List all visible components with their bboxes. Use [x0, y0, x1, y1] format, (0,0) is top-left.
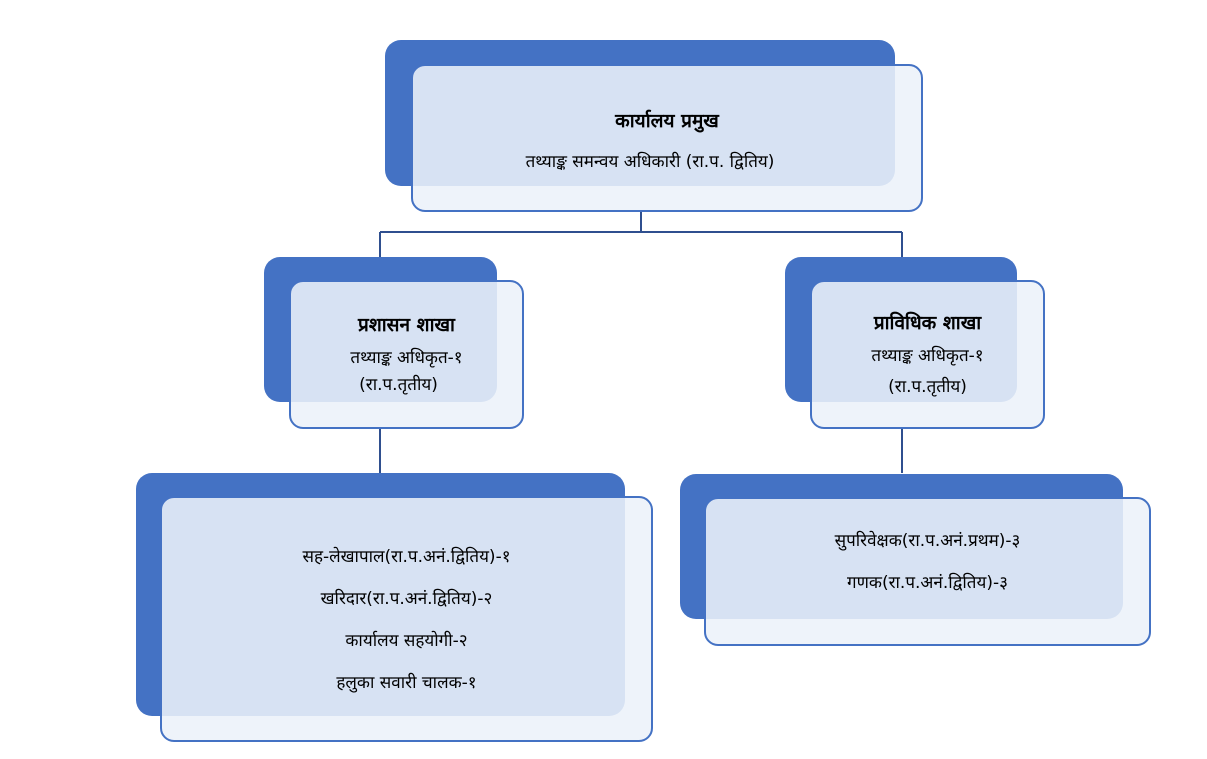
admin-branch-box: प्रशासन शाखा तथ्याङ्क अधिकृत-१ (रा.प.तृत…	[289, 280, 524, 429]
technical-staff-item: सुपरिवेक्षक(रा.प.अनं.प्रथम)-३	[834, 530, 1021, 551]
admin-branch-title: प्रशासन शाखा	[358, 313, 455, 336]
admin-branch-line1: तथ्याङ्क अधिकृत-१	[350, 347, 463, 368]
admin-staff-item: हलुका सवारी चालक-१	[336, 673, 477, 693]
head-title: कार्यालय प्रमुख	[615, 109, 719, 132]
technical-staff-item: गणक(रा.प.अनं.द्वितिय)-३	[847, 572, 1008, 593]
technical-branch-line2: (रा.प.तृतीय)	[888, 376, 967, 397]
head-node-box: कार्यालय प्रमुख तथ्याङ्क समन्वय अधिकारी …	[411, 64, 923, 212]
admin-staff-box: सह-लेखापाल(रा.प.अनं.द्वितिय)-१ खरिदार(रा…	[160, 496, 653, 742]
admin-branch-line2: (रा.प.तृतीय)	[359, 374, 438, 395]
admin-staff-item: सह-लेखापाल(रा.प.अनं.द्वितिय)-१	[302, 547, 511, 567]
admin-staff-item: कार्यालय सहयोगी-२	[345, 631, 468, 651]
head-subtitle: तथ्याङ्क समन्वय अधिकारी (रा.प. द्वितिय)	[525, 151, 775, 172]
technical-staff-box: सुपरिवेक्षक(रा.प.अनं.प्रथम)-३ गणक(रा.प.अ…	[704, 497, 1151, 646]
admin-staff-item: खरिदार(रा.प.अनं.द्वितिय)-२	[320, 589, 493, 609]
technical-branch-title: प्राविधिक शाखा	[873, 311, 982, 334]
technical-branch-box: प्राविधिक शाखा तथ्याङ्क अधिकृत-१ (रा.प.त…	[810, 280, 1045, 429]
technical-branch-line1: तथ्याङ्क अधिकृत-१	[871, 345, 984, 366]
